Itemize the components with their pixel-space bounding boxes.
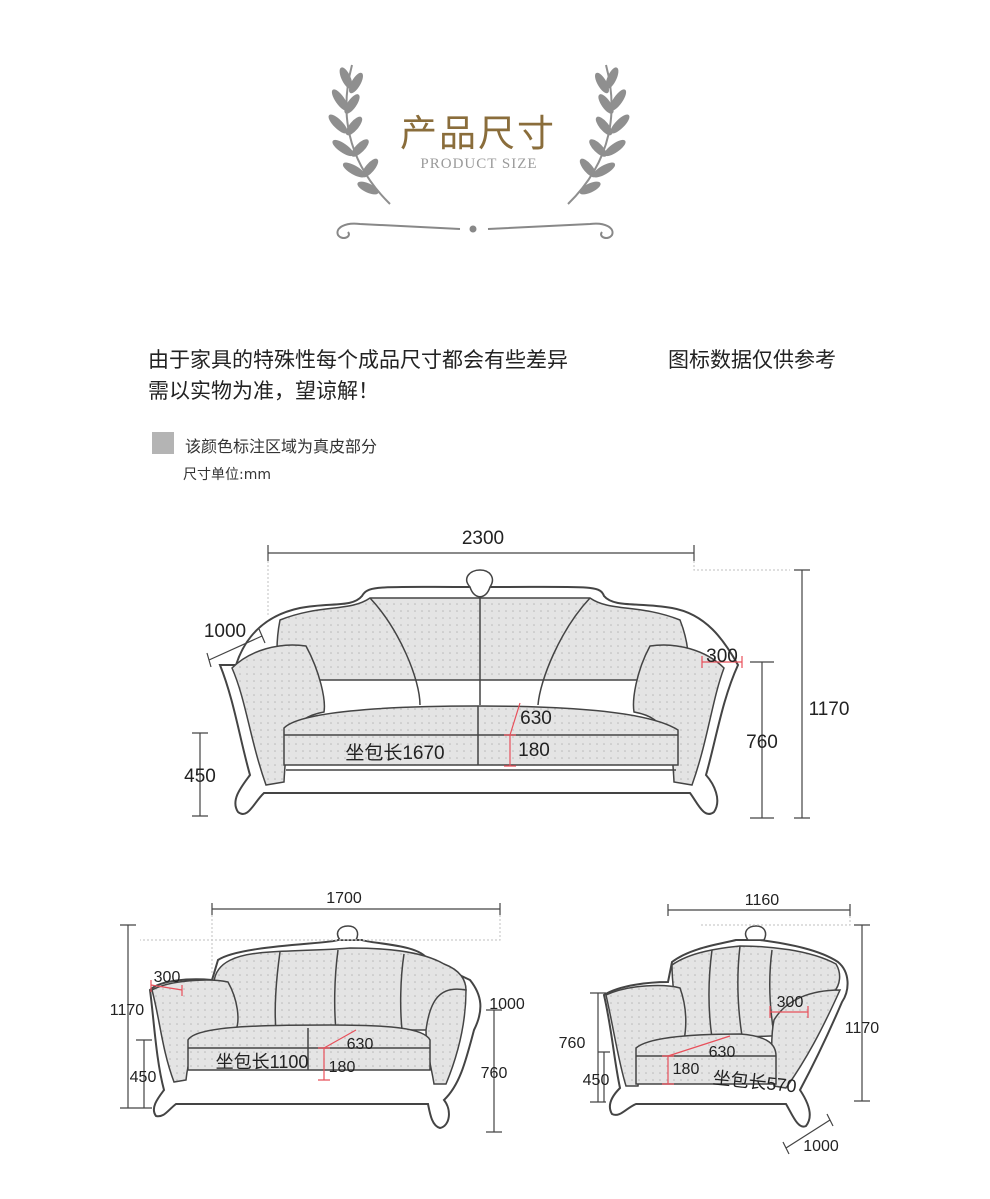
sofa-two-seat-height-label: 450 — [130, 1069, 157, 1086]
sofa-two-dimensions — [120, 903, 502, 1133]
ornamental-divider — [336, 222, 614, 239]
leather-legend-label: 该颜色标注区域为真皮部分 — [185, 437, 378, 456]
sofa-two-cushion-length-label: 坐包长1100 — [216, 1052, 309, 1072]
sofa-two-total-height-label: 1170 — [110, 1002, 145, 1019]
leather-color-swatch — [152, 432, 174, 454]
notice-line1-part1: 由于家具的特殊性每个成品尺寸都会有些差异 — [148, 348, 568, 372]
sofa-one-seat-depth-label: 630 — [709, 1044, 736, 1061]
sofa-two-cushion-height-label: 180 — [329, 1059, 356, 1076]
sofa-two-width-label: 1700 — [326, 890, 362, 907]
sofa-two-arm-width-label: 300 — [154, 969, 181, 986]
sofa-two-arm-height-label: 760 — [481, 1065, 508, 1082]
sofa-three-seat-height-label: 450 — [184, 766, 216, 787]
notice-line1-part2: 图标数据仅供参考 — [668, 348, 836, 372]
sofa-three-width-label: 2300 — [462, 528, 504, 549]
sofa-three-total-height-label: 1170 — [809, 699, 850, 720]
sofa-two-depth-label: 1000 — [489, 996, 525, 1013]
sofa-one-drawing — [602, 925, 849, 1128]
sofa-three-arm-width-label: 300 — [706, 646, 738, 667]
page-subtitle: PRODUCT SIZE — [420, 156, 538, 172]
sofa-one-depth-label: 1000 — [803, 1138, 839, 1155]
sofa-one-dimensions — [590, 904, 870, 1155]
sofa-one-arm-width-label: 300 — [777, 994, 804, 1011]
laurel-right-icon — [567, 64, 630, 205]
sofa-one-total-height-label: 1170 — [845, 1020, 880, 1037]
sofa-one-arm-height-label: 760 — [559, 1035, 586, 1052]
sofa-two-seat-depth-label: 630 — [347, 1036, 374, 1053]
unit-label: 尺寸单位:mm — [183, 467, 271, 483]
sofa-one-seat-height-label: 450 — [583, 1072, 610, 1089]
sofa-three-seat-depth-label: 630 — [520, 708, 552, 729]
sofa-three-labels: 2300 1000 300 630 180 坐包长1670 450 760 11… — [184, 528, 849, 787]
sofa-two-drawing — [148, 925, 482, 1130]
sofa-three-drawing — [218, 569, 740, 815]
notice-line2: 需以实物为准，望谅解！ — [148, 379, 379, 403]
sofa-one-width-label: 1160 — [745, 892, 780, 909]
sofa-three-arm-height-label: 760 — [746, 732, 778, 753]
sofa-three-cushion-length-label: 坐包长1670 — [345, 742, 444, 764]
sofa-three-cushion-height-label: 180 — [518, 740, 550, 761]
sofa-two-labels: 1700 300 1170 450 1000 630 180 坐包长1100 7… — [110, 890, 525, 1086]
page-title: 产品尺寸 — [400, 112, 556, 155]
sofa-three-depth-label: 1000 — [204, 621, 246, 642]
sofa-three-dimensions — [192, 545, 810, 819]
laurel-left-icon — [328, 64, 391, 205]
sofa-one-cushion-height-label: 180 — [673, 1061, 700, 1078]
